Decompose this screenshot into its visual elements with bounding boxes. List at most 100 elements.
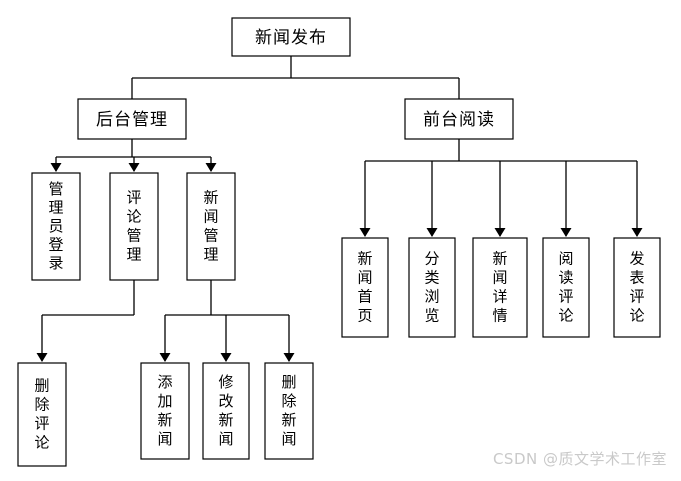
arrow-head <box>220 353 232 362</box>
node-label-char: 论 <box>558 307 573 325</box>
node-label-char: 新 <box>157 411 172 429</box>
node-label: 后台管理 <box>96 110 168 130</box>
node-label-char: 理 <box>48 198 63 216</box>
node-label-char: 闻 <box>218 430 233 448</box>
node-label-char: 论 <box>629 307 644 325</box>
node-box <box>472 237 528 338</box>
arrow-head <box>205 163 217 172</box>
node-label-char: 新 <box>281 411 296 429</box>
node-label-char: 页 <box>357 307 372 325</box>
node-label-char: 闻 <box>281 430 296 448</box>
arrow-head <box>50 163 62 172</box>
arrow-head <box>159 353 171 362</box>
arrow-head <box>36 353 48 362</box>
node-backend[interactable]: 后台管理 <box>77 98 187 140</box>
node-box <box>140 362 190 460</box>
node-label-char: 评 <box>34 415 49 433</box>
node-label-char: 理 <box>203 246 218 264</box>
arrow-head <box>283 353 295 362</box>
connector-layer <box>36 56 643 362</box>
node-box <box>542 237 590 338</box>
arrow-head <box>359 228 371 237</box>
node-label-char: 新 <box>218 411 233 429</box>
arrow-head <box>631 228 643 237</box>
node-label-char: 管 <box>203 227 218 245</box>
node-box <box>231 17 351 57</box>
node-box <box>341 237 389 338</box>
node-box <box>17 362 67 467</box>
node-label-char: 除 <box>34 396 49 414</box>
arrow-head <box>426 228 438 237</box>
node-label-char: 评 <box>558 288 573 306</box>
node-label-char: 删 <box>281 373 296 391</box>
node-label-char: 浏 <box>424 288 439 306</box>
node-box <box>613 237 661 338</box>
node-label-char: 登 <box>48 236 63 254</box>
edge-group-root <box>131 56 460 99</box>
node-box <box>408 237 456 338</box>
node-label-char: 新 <box>203 189 218 207</box>
node-label-char: 新 <box>357 250 372 268</box>
node-label-char: 阅 <box>558 250 573 268</box>
node-label-char: 评 <box>126 189 141 207</box>
node-label-char: 论 <box>34 434 49 452</box>
node-label-char: 加 <box>157 392 172 410</box>
node-label-char: 览 <box>424 307 439 325</box>
edge-group-news-manage <box>159 280 295 362</box>
node-label-char: 闻 <box>357 269 372 287</box>
node-box <box>202 362 250 460</box>
node-label-char: 除 <box>281 392 296 410</box>
node-label-char: 删 <box>34 377 49 395</box>
node-label-char: 发 <box>629 250 644 268</box>
node-label-char: 类 <box>424 269 439 287</box>
edge-group-frontend <box>359 139 643 237</box>
node-label-char: 首 <box>357 288 372 306</box>
node-label-char: 论 <box>126 208 141 226</box>
node-label-char: 情 <box>492 307 507 325</box>
node-root[interactable]: 新闻发布 <box>231 17 351 57</box>
csdn-watermark: CSDN @质文学术工作室 <box>492 450 667 468</box>
node-label-char: 修 <box>218 373 233 391</box>
arrow-head <box>494 228 506 237</box>
arrow-head <box>560 228 572 237</box>
node-label-char: 评 <box>629 288 644 306</box>
edge-group-backend <box>50 139 217 172</box>
node-label-char: 录 <box>48 254 63 272</box>
node-label-char: 详 <box>492 288 507 306</box>
node-label-char: 管 <box>48 180 63 198</box>
node-label-char: 改 <box>218 392 233 410</box>
node-label-char: 新 <box>492 250 507 268</box>
node-label: 新闻发布 <box>255 28 327 48</box>
node-label-char: 分 <box>424 250 439 268</box>
node-label-char: 表 <box>629 269 644 287</box>
node-label-char: 闻 <box>203 208 218 226</box>
node-box <box>77 98 187 140</box>
node-box <box>264 362 314 460</box>
node-box <box>109 172 159 281</box>
node-label-char: 管 <box>126 227 141 245</box>
arrow-head <box>128 163 140 172</box>
node-box <box>186 172 236 281</box>
node-label-char: 员 <box>48 217 63 235</box>
node-box <box>404 98 514 140</box>
node-layer: 新闻发布后台管理前台阅读管理员登录评论管理新闻管理新闻首页分类浏览新闻详情阅读评… <box>17 17 661 467</box>
node-frontend[interactable]: 前台阅读 <box>404 98 514 140</box>
node-label: 前台阅读 <box>423 110 495 130</box>
node-label-char: 闻 <box>157 430 172 448</box>
node-box <box>31 172 81 281</box>
edge-group-comment-manage <box>36 280 135 362</box>
